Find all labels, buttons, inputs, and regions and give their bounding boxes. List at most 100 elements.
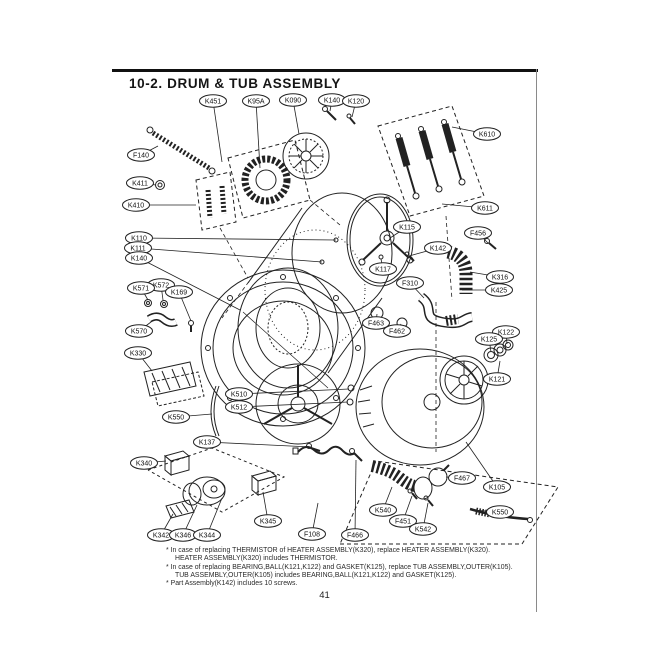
- part-callout-k140: K140: [318, 93, 346, 107]
- svg-text:K611: K611: [477, 205, 493, 212]
- screws: [306, 237, 497, 507]
- svg-text:K316: K316: [492, 274, 508, 281]
- svg-text:K120: K120: [348, 98, 364, 105]
- part-callout-k111: K111: [124, 241, 152, 255]
- part-callout-k330: K330: [124, 346, 152, 360]
- bracket-block: [163, 450, 191, 477]
- part-callout-k510: K510: [225, 387, 253, 401]
- svg-text:K169: K169: [171, 289, 187, 296]
- svg-text:K340: K340: [136, 460, 152, 467]
- svg-text:K142: K142: [430, 245, 446, 252]
- damper-box: [377, 105, 485, 217]
- motor-stator: [227, 139, 311, 219]
- svg-text:F462: F462: [389, 328, 405, 335]
- svg-text:K137: K137: [199, 439, 215, 446]
- assembly-dash-lines: [219, 199, 453, 452]
- svg-text:K550: K550: [492, 509, 508, 516]
- part-callout-k125: K125: [475, 332, 503, 346]
- part-callout-k571: K571: [127, 281, 155, 295]
- page-right-border: [536, 69, 537, 612]
- part-callout-k316: K316: [486, 270, 514, 284]
- svg-text:F466: F466: [347, 532, 363, 539]
- footnotes: * In case of replacing THERMISTOR of HEA…: [166, 547, 536, 588]
- curved-strip: [210, 385, 220, 437]
- svg-text:F108: F108: [304, 531, 320, 538]
- part-callout-k410: K410: [122, 198, 150, 212]
- page-top-rule: [112, 69, 538, 72]
- elbow-pipe: [146, 312, 178, 327]
- svg-text:K451: K451: [205, 98, 221, 105]
- svg-text:K571: K571: [133, 285, 149, 292]
- svg-text:F310: F310: [402, 280, 418, 287]
- part-callout-k344: K344: [193, 528, 221, 542]
- spring-plate-box: [195, 171, 237, 231]
- footnote-line: TUB ASSEMBLY,OUTER(K105) includes BEARIN…: [175, 571, 457, 579]
- part-callout-k117: K117: [369, 262, 397, 276]
- svg-text:K344: K344: [199, 532, 215, 539]
- footnote-line: * Part Assembly(K142) includes 10 screws…: [166, 580, 298, 588]
- svg-text:F456: F456: [470, 230, 486, 237]
- svg-text:K572: K572: [153, 282, 169, 289]
- svg-text:K510: K510: [231, 391, 247, 398]
- part-callout-k121: K121: [483, 372, 511, 386]
- svg-text:K140: K140: [324, 97, 340, 104]
- part-callout-k090: K090: [279, 93, 307, 107]
- svg-text:K110: K110: [131, 235, 147, 242]
- clamp-ring: [428, 464, 450, 487]
- svg-text:F451: F451: [395, 518, 411, 525]
- small-fasteners: [144, 299, 194, 332]
- part-callout-k105: K105: [483, 480, 511, 494]
- part-callout-k610: K610: [473, 127, 501, 141]
- part-callout-k120: K120: [342, 94, 370, 108]
- shock-absorber: [441, 119, 466, 186]
- part-callout-k142: K142: [424, 241, 452, 255]
- tub-rear-bowl: [355, 348, 485, 466]
- drum-cylinder: [237, 192, 393, 389]
- shock-absorber: [395, 133, 420, 200]
- part-callout-k540: K540: [369, 503, 397, 517]
- bottom-dashed-region: [339, 460, 559, 545]
- svg-text:K342: K342: [153, 532, 169, 539]
- part-callout-f456: F456: [464, 226, 492, 240]
- bearing-set: [483, 339, 514, 363]
- svg-text:K125: K125: [481, 336, 497, 343]
- svg-text:K346: K346: [175, 532, 191, 539]
- damper-pads: [143, 361, 205, 407]
- svg-text:K122: K122: [498, 329, 514, 336]
- part-callout-k425: K425: [485, 283, 513, 297]
- svg-text:K550: K550: [168, 414, 184, 421]
- svg-text:F467: F467: [454, 475, 470, 482]
- pulley: [439, 355, 489, 405]
- svg-text:K425: K425: [491, 287, 507, 294]
- svg-text:K410: K410: [128, 202, 144, 209]
- part-callout-k611: K611: [471, 201, 499, 215]
- hanging-spring: [146, 126, 216, 175]
- part-callout-f451: F451: [389, 514, 417, 528]
- footnote-line: HEATER ASSEMBLY(K320) includes THERMISTO…: [175, 555, 338, 563]
- part-callout-k411: K411: [126, 176, 154, 190]
- part-callout-k550: K550: [162, 410, 190, 424]
- part-callout-k345: K345: [254, 514, 282, 528]
- part-callout-k570: K570: [125, 324, 153, 338]
- bracket-block: [250, 470, 278, 497]
- part-callout-f467: F467: [448, 471, 476, 485]
- part-callout-k542: K542: [409, 522, 437, 536]
- svg-text:K345: K345: [260, 518, 276, 525]
- footnote-line: * In case of replacing THERMISTOR of HEA…: [166, 547, 490, 554]
- part-callout-k346: K346: [169, 528, 197, 542]
- svg-text:K140: K140: [131, 255, 147, 262]
- part-callout-k169: K169: [165, 285, 193, 299]
- motor-rotor: [282, 132, 330, 180]
- part-callout-f140: F140: [127, 148, 155, 162]
- part-callout-f463: F463: [362, 316, 390, 330]
- part-callout-f310: F310: [396, 276, 424, 290]
- svg-text:K411: K411: [132, 180, 148, 187]
- svg-text:F463: F463: [368, 320, 384, 327]
- part-callout-f462: F462: [383, 324, 411, 338]
- part-callout-f466: F466: [341, 528, 369, 542]
- svg-text:K105: K105: [489, 484, 505, 491]
- part-callout-f108: F108: [298, 527, 326, 541]
- svg-text:F140: F140: [133, 152, 149, 159]
